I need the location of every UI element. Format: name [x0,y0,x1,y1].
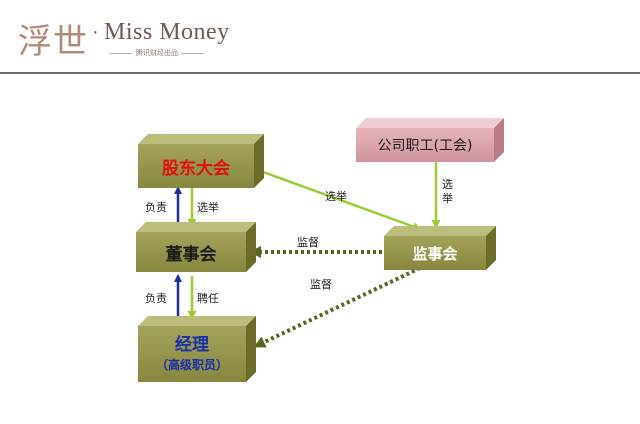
edge-label-supervise-manager: 监督 [310,278,332,291]
logo-subtitle: 腾讯财经出品 [104,48,210,58]
edge-label-responsible-upper: 负责 [145,201,167,214]
edge-label-responsible-lower: 负责 [145,292,167,305]
board-box-depth [136,222,256,272]
arrow-shareholders-to-supervisors [251,166,422,231]
shareholders-box-depth [138,134,264,188]
logo-english: Miss Money [104,19,230,45]
edge-label-employees-elect: 选举 [442,178,453,205]
edge-label-elect-board: 选举 [197,201,219,214]
logo-chinese: 浮世 [18,22,88,62]
logo-separator: · [92,22,99,44]
board-of-supervisors-label: 监事会 [412,244,458,263]
board-of-directors-label: 董事会 [165,244,217,265]
header-bar: 浮世 · Miss Money 腾讯财经出品 [0,0,640,74]
manager-label: 经理 [175,335,209,355]
supervisors-box-depth [384,226,496,270]
edge-label-hire-manager: 聘任 [197,292,219,305]
shareholders-meeting-label: 股东大会 [162,158,230,179]
manager-box-depth [138,316,256,382]
edge-label-supervise-board: 监督 [297,236,319,249]
employees-union-label: 公司职工(工会) [377,138,473,154]
edge-label-elect-supervisors: 选举 [325,190,347,203]
arrow-supervise-manager [253,266,421,348]
employees-box-depth [356,118,504,162]
manager-sublabel: （高级职员） [155,358,228,372]
